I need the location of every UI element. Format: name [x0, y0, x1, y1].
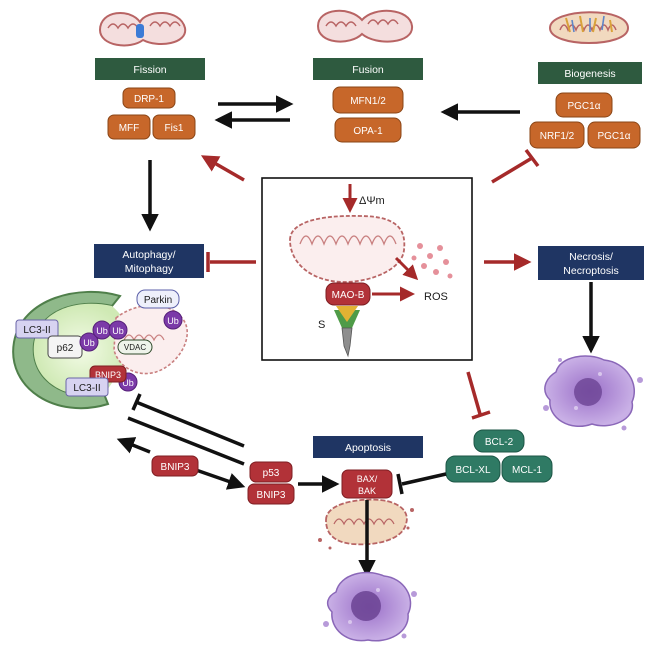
svg-text:LC3-II: LC3-II	[23, 325, 50, 336]
svg-text:Ub: Ub	[112, 326, 124, 336]
ros-dots	[411, 243, 453, 279]
nrf12-pill: NRF1/2	[529, 121, 585, 149]
svg-text:Ub: Ub	[96, 326, 108, 336]
svg-text:Parkin: Parkin	[144, 295, 172, 306]
lc3-bottom-pill: LC3-II	[65, 377, 109, 397]
bnip3-left-pill: BNIP3	[151, 455, 199, 477]
ros-label: ROS	[424, 291, 448, 303]
svg-text:BNIP3: BNIP3	[257, 490, 286, 501]
ub-1: Ub	[79, 332, 99, 352]
svg-text:LC3-II: LC3-II	[73, 383, 100, 394]
p62-pill: p62	[47, 335, 83, 359]
drp1-pill: DRP-1	[122, 87, 176, 109]
svg-text:DRP-1: DRP-1	[134, 94, 164, 105]
svg-text:MFN1/2: MFN1/2	[350, 96, 386, 107]
fusion-header: Fusion	[313, 58, 423, 80]
bcl2-pill: BCL-2	[473, 429, 525, 453]
svg-text:BAK: BAK	[358, 486, 376, 496]
bclxl-pill: BCL-XL	[445, 455, 501, 483]
bnip3-left-arrow	[116, 437, 151, 454]
ub-3: Ub	[108, 320, 128, 340]
svg-text:Fis1: Fis1	[165, 123, 184, 134]
svg-text:BCL-2: BCL-2	[485, 437, 514, 448]
fis1-pill: Fis1	[152, 114, 196, 140]
bnip3-apoptosis-pill: BNIP3	[247, 483, 295, 505]
center-to-fission-arrow	[200, 155, 245, 182]
mff-pill: MFF	[107, 114, 151, 140]
fission-header: Fission	[95, 58, 205, 80]
autophagy-mitophagy-header: Autophagy/ Mitophagy	[94, 244, 204, 278]
svg-text:BNIP3: BNIP3	[161, 462, 190, 473]
svg-text:Fission: Fission	[133, 64, 166, 76]
p53-inhibits-mitophagy	[131, 393, 245, 448]
svg-text:PGC1α: PGC1α	[597, 131, 630, 142]
pgc1a-top-pill: PGC1α	[555, 92, 613, 118]
fission-mitochondrion-icon	[98, 11, 187, 47]
svg-text:Necroptosis: Necroptosis	[563, 265, 618, 277]
central-mitochondrion-icon	[289, 215, 406, 283]
svg-text:MFF: MFF	[119, 123, 140, 134]
biogenesis-mitochondrion-icon	[548, 11, 630, 44]
svg-text:MCL-1: MCL-1	[512, 465, 542, 476]
svg-text:BNIP3: BNIP3	[95, 370, 121, 380]
svg-text:MAO-B: MAO-B	[332, 290, 365, 301]
lc3-top-pill: LC3-II	[15, 319, 59, 339]
mfn-pill: MFN1/2	[332, 86, 404, 114]
delta-psi-label: ΔΨm	[359, 195, 385, 207]
fusion-mitochondrion-icon	[316, 9, 413, 43]
mcl1-pill: MCL-1	[501, 455, 553, 483]
svg-text:BCL-XL: BCL-XL	[455, 465, 490, 476]
opa1-pill: OPA-1	[334, 117, 402, 143]
mao-b-enzyme: MAO-B	[325, 282, 371, 358]
svg-text:Mitophagy: Mitophagy	[125, 263, 174, 275]
svg-text:Fusion: Fusion	[352, 64, 384, 76]
svg-text:PGC1α: PGC1α	[567, 101, 600, 112]
bcl-inhibits-baxbak	[396, 472, 447, 495]
svg-text:OPA-1: OPA-1	[353, 126, 383, 137]
svg-text:Ub: Ub	[83, 338, 95, 348]
svg-text:p53: p53	[263, 468, 280, 479]
svg-text:p62: p62	[57, 343, 74, 354]
pgc1a-right-pill: PGC1α	[587, 121, 641, 149]
bnip3-to-p53-arrow	[195, 468, 246, 490]
mito-to-ros-arrow	[394, 256, 419, 281]
necrosis-necroptosis-header: Necrosis/ Necroptosis	[538, 246, 644, 280]
svg-text:Ub: Ub	[167, 316, 179, 326]
svg-text:Apoptosis: Apoptosis	[345, 442, 391, 454]
svg-text:VDAC: VDAC	[124, 343, 146, 352]
bax-bak-pill: BAX/ BAK	[341, 469, 393, 499]
center-inhibits-biogenesis	[491, 148, 540, 184]
s-label: S	[318, 319, 325, 331]
svg-text:Biogenesis: Biogenesis	[564, 68, 615, 80]
ub-2: Ub	[92, 320, 112, 340]
parkin-pill: Parkin	[136, 289, 180, 309]
apoptotic-cell-icon	[323, 571, 417, 642]
p53-inhibits-bnip3-line	[127, 416, 245, 466]
svg-text:BAX/: BAX/	[357, 474, 378, 484]
necrotic-cell-icon	[543, 355, 643, 431]
center-inhibits-autophagy	[206, 252, 256, 272]
vdac-pill: VDAC	[117, 339, 153, 355]
center-inhibits-bcl	[466, 371, 491, 420]
biogenesis-header: Biogenesis	[538, 62, 642, 84]
p53-pill: p53	[249, 461, 293, 483]
svg-text:Necrosis/: Necrosis/	[569, 251, 613, 263]
apoptosis-header: Apoptosis	[313, 436, 423, 458]
ub-4: Ub	[163, 310, 183, 330]
svg-text:Ub: Ub	[122, 378, 134, 388]
svg-text:Autophagy/: Autophagy/	[122, 249, 175, 261]
svg-text:NRF1/2: NRF1/2	[540, 131, 575, 142]
